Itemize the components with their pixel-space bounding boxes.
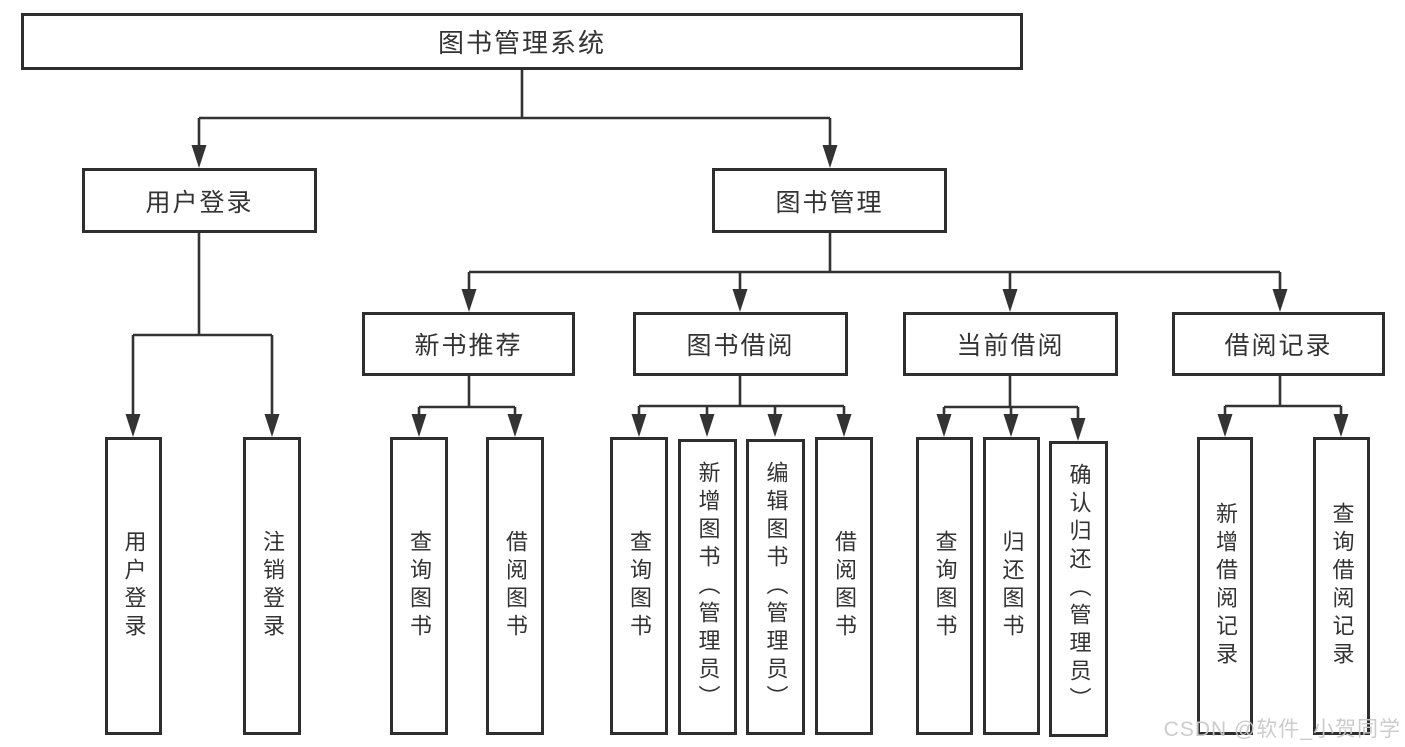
node-current-borrowing: 当前借阅 [903,312,1118,376]
node-user-login-label: 用户登录 [145,188,254,217]
node-new-book-recommend: 新书推荐 [362,312,575,376]
node-book-management: 图书管理 [712,168,947,233]
leaf-newbook-borrow-books-label: 借阅图书 [503,530,528,642]
leaf-borrowing-add-books-admin: 新增图书（管理员） [678,439,737,735]
leaf-borrowing-edit-books-admin-label: 编辑图书（管理员） [763,461,789,713]
leaf-current-query-books-label: 查询图书 [932,530,958,642]
node-new-book-recommend-label: 新书推荐 [414,332,523,360]
leaf-current-confirm-return-admin-label: 确认归还（管理员） [1066,463,1092,715]
leaf-current-return-books-label: 归还图书 [999,530,1025,642]
leaf-borrowing-borrow-books-label: 借阅图书 [832,530,857,642]
node-root-system: 图书管理系统 [21,13,1023,70]
csdn-watermark: CSDN @软件_小贺同学 [1163,718,1401,741]
leaf-borrowing-borrow-books: 借阅图书 [815,437,873,735]
leaf-newbook-query-books: 查询图书 [390,437,448,735]
leaf-current-query-books: 查询图书 [916,437,973,735]
node-book-management-label: 图书管理 [775,188,884,217]
leaf-current-return-books: 归还图书 [983,437,1040,735]
node-borrow-records-label: 借阅记录 [1224,332,1333,360]
node-root-label: 图书管理系统 [437,28,606,58]
node-book-borrowing: 图书借阅 [633,312,848,376]
leaf-newbook-borrow-books: 借阅图书 [486,437,544,735]
node-borrow-records: 借阅记录 [1172,312,1385,376]
leaf-records-add-record-label: 新增借阅记录 [1213,502,1238,670]
leaf-records-query-record-label: 查询借阅记录 [1329,502,1355,670]
leaf-user-login-label: 用户登录 [121,530,147,642]
leaf-current-confirm-return-admin: 确认归还（管理员） [1049,441,1108,737]
node-book-borrowing-label: 图书借阅 [686,332,795,360]
node-current-borrowing-label: 当前借阅 [956,332,1065,360]
leaf-records-query-record: 查询借阅记录 [1313,437,1370,735]
leaf-newbook-query-books-label: 查询图书 [407,530,432,642]
leaf-borrowing-query-books: 查询图书 [610,437,668,735]
leaf-borrowing-add-books-admin-label: 新增图书（管理员） [695,461,721,713]
leaf-borrowing-edit-books-admin: 编辑图书（管理员） [746,439,805,735]
leaf-logout-label: 注销登录 [260,530,285,642]
leaf-user-login: 用户登录 [105,437,162,735]
node-user-login: 用户登录 [82,168,317,233]
leaf-records-add-record: 新增借阅记录 [1197,437,1253,735]
leaf-borrowing-query-books-label: 查询图书 [627,530,652,642]
leaf-logout: 注销登录 [243,437,301,735]
